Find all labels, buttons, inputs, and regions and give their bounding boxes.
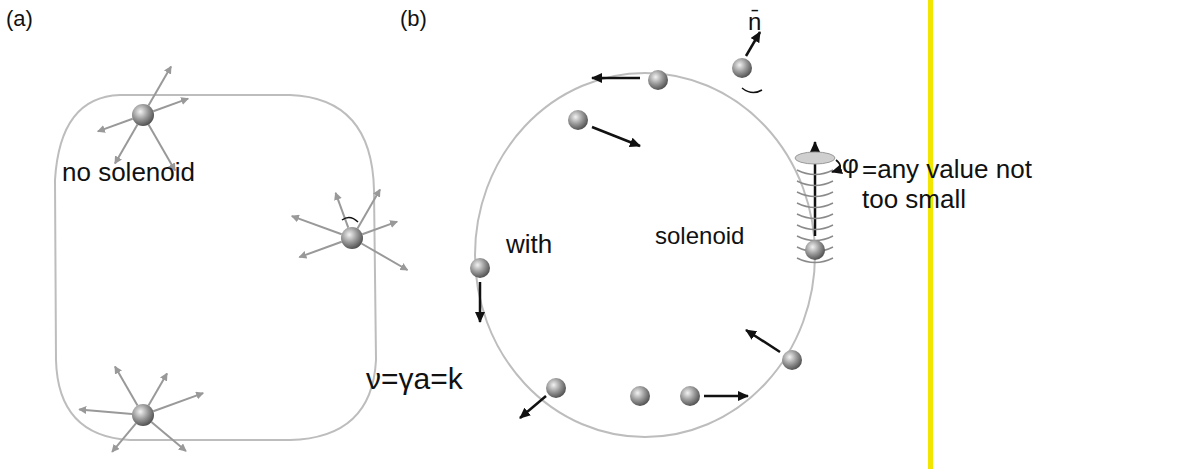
spin-rotation-a bbox=[342, 217, 358, 222]
spin-arrow-grey bbox=[98, 119, 133, 132]
spin-arrow bbox=[746, 32, 760, 56]
coil-winding bbox=[797, 203, 833, 208]
spin-arrow bbox=[746, 330, 780, 352]
spin-arrow-grey bbox=[153, 99, 188, 112]
panel-note: with bbox=[506, 230, 552, 260]
particle bbox=[568, 110, 588, 130]
coil-winding bbox=[797, 236, 833, 241]
angle-note: =any value not too small bbox=[862, 155, 1032, 215]
coil-winding bbox=[797, 170, 833, 175]
spin-arrow-grey bbox=[79, 409, 132, 414]
spin-arrow bbox=[520, 396, 546, 418]
spin-rotation bbox=[742, 88, 762, 93]
coil-winding bbox=[797, 225, 833, 230]
particle bbox=[132, 404, 154, 426]
particle bbox=[782, 350, 802, 370]
coil-winding bbox=[797, 181, 833, 186]
particle bbox=[470, 258, 490, 278]
coil-winding bbox=[797, 192, 833, 197]
panel-letter: (b) bbox=[400, 6, 427, 31]
ring-a bbox=[55, 95, 376, 440]
particle bbox=[341, 227, 363, 249]
spin-arrow bbox=[592, 127, 640, 146]
solenoid-top bbox=[795, 152, 835, 164]
panel-note: no solenoid bbox=[62, 158, 195, 188]
spin-arrow-grey bbox=[115, 367, 138, 406]
ring-b bbox=[475, 73, 815, 437]
vector-symbol: n̄ bbox=[748, 8, 761, 36]
particle bbox=[732, 58, 752, 78]
spin-arrow bbox=[592, 77, 640, 80]
particle bbox=[630, 386, 650, 406]
angle-symbol: φ bbox=[842, 150, 859, 180]
spin-arrow bbox=[479, 282, 482, 322]
spin-arrow-grey bbox=[292, 216, 342, 234]
particle bbox=[805, 240, 825, 260]
spin-arrow-grey bbox=[362, 222, 397, 235]
spin-arrow-grey bbox=[362, 244, 408, 271]
spin-arrow bbox=[704, 395, 748, 398]
spin-arrow-grey bbox=[299, 242, 341, 257]
solenoid-coil bbox=[797, 170, 833, 263]
particle bbox=[680, 386, 700, 406]
spin-arrow-grey bbox=[153, 393, 203, 411]
spin-arrow-grey bbox=[358, 190, 381, 229]
divider-line bbox=[928, 0, 933, 469]
panel-letter: (a) bbox=[6, 6, 33, 31]
rotation-arrow bbox=[832, 160, 840, 172]
spin-arrow-grey bbox=[149, 373, 168, 405]
solenoid-label: solenoid bbox=[655, 222, 744, 250]
tune-formula: ν=γa=k bbox=[366, 362, 463, 397]
spin-arrow-grey bbox=[151, 422, 185, 451]
particle bbox=[132, 104, 154, 126]
coil-winding bbox=[797, 214, 833, 219]
spin-arrow-grey bbox=[112, 423, 136, 451]
particle bbox=[648, 70, 668, 90]
spin-arrow-grey bbox=[149, 67, 172, 106]
spin-arrow-grey bbox=[336, 193, 349, 228]
particle bbox=[546, 378, 566, 398]
